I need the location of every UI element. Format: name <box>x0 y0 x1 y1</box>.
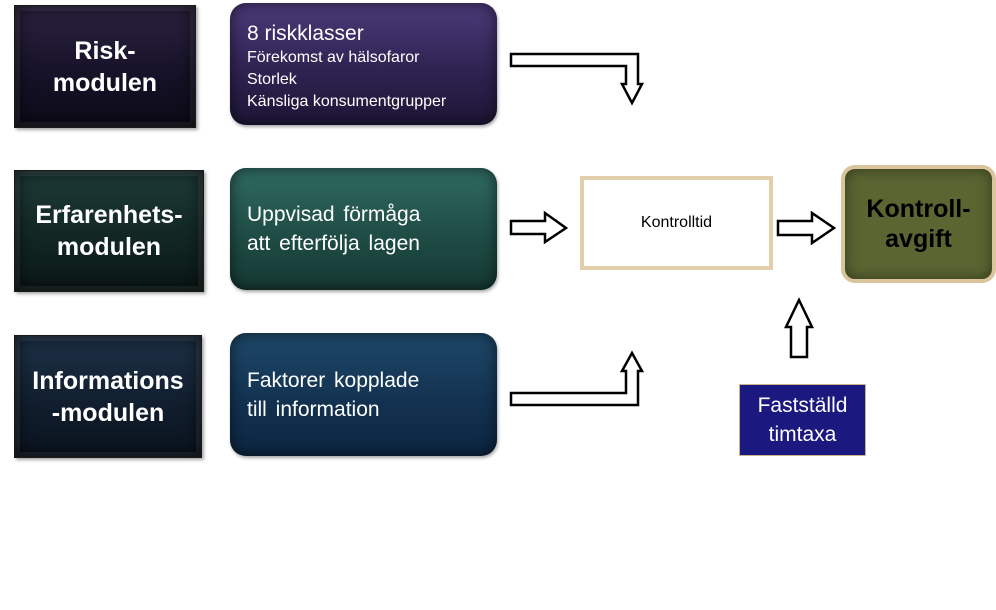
risk-factors-heading: 8 riskklasser <box>247 22 364 45</box>
kontrolltid-label: Kontrolltid <box>640 214 713 231</box>
risk-factor-item: Förekomst av hälsofaror <box>247 49 420 66</box>
information-factor-line-1: Faktorer kopplade <box>247 368 420 392</box>
arrow-erfarenhet-to-kontrolltid <box>509 210 569 245</box>
risk-factors-box: 8 riskklasser Förekomst av hälsofaror St… <box>230 3 497 125</box>
information-factor-line-2: till information <box>247 397 380 421</box>
information-module-box: Informations -modulen <box>14 335 202 458</box>
timtaxa-label-line-2: timtaxa <box>768 423 837 446</box>
timtaxa-box: Fastställd timtaxa <box>739 384 866 456</box>
risk-factor-item: Storlek <box>247 71 297 88</box>
information-module-label-line-1: Informations <box>32 366 184 395</box>
arrow-risk-to-kontrolltid <box>509 52 645 106</box>
kontrolltid-box: Kontrolltid <box>580 176 773 270</box>
information-factors-box: Faktorer kopplade till information <box>230 333 497 456</box>
risk-factor-item: Känsliga konsumentgrupper <box>247 93 447 110</box>
kontrollavgift-box: Kontroll- avgift <box>841 165 996 283</box>
erfarenhet-module-box: Erfarenhets- modulen <box>14 170 204 292</box>
arrow-information-to-kontrolltid <box>509 350 645 407</box>
kontrollavgift-label-line-2: avgift <box>885 225 952 253</box>
information-module-label-line-2: -modulen <box>51 398 165 427</box>
erfarenhet-factor-line-1: Uppvisad förmåga <box>247 203 421 226</box>
arrow-kontrolltid-to-kontrollavgift <box>776 210 837 246</box>
kontrollavgift-label-line-1: Kontroll- <box>866 195 971 223</box>
timtaxa-label-line-1: Fastställd <box>757 394 848 417</box>
erfarenhet-module-label-line-1: Erfarenhets- <box>35 201 183 229</box>
risk-module-box: Risk- modulen <box>14 5 196 128</box>
erfarenhet-factor-line-2: att efterfölja lagen <box>247 232 420 255</box>
risk-module-label-line-1: Risk- <box>74 36 136 65</box>
erfarenhet-module-label-line-2: modulen <box>56 233 162 261</box>
erfarenhet-factors-box: Uppvisad förmåga att efterfölja lagen <box>230 168 497 290</box>
risk-module-label-line-2: modulen <box>52 68 158 97</box>
arrow-timtaxa-to-kontrolltid <box>784 297 814 359</box>
